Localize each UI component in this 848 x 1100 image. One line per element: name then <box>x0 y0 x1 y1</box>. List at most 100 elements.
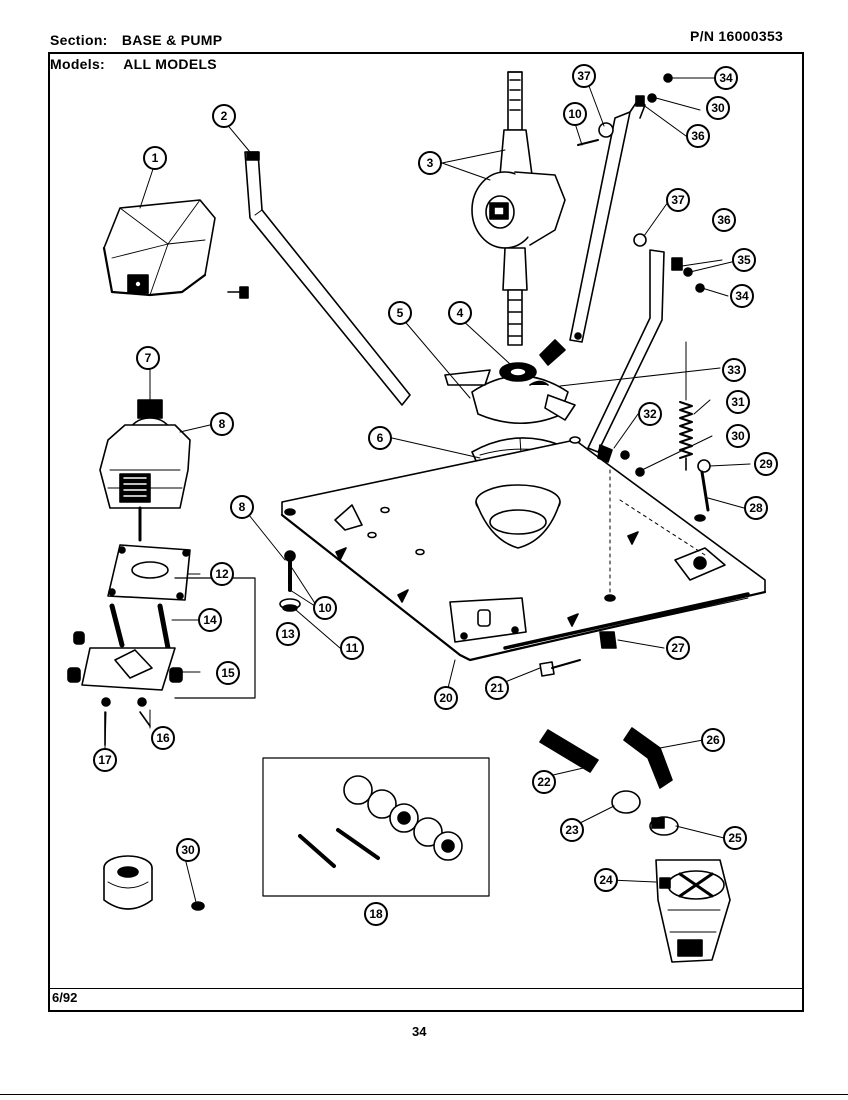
models-value: ALL MODELS <box>123 56 217 72</box>
support-bar-lower-part <box>587 233 705 453</box>
mount-assembly-part <box>67 544 256 746</box>
spring-part <box>679 341 693 471</box>
callout-circle <box>368 426 392 450</box>
callout-c15: 15 <box>216 661 240 685</box>
callout-c5: 5 <box>388 301 412 325</box>
pump-part <box>655 859 731 963</box>
callout-circle <box>434 686 458 710</box>
callout-circle <box>722 358 746 382</box>
callout-label: 8 <box>239 500 246 514</box>
callout-c25: 25 <box>723 826 747 850</box>
diagram-frame <box>48 52 804 1012</box>
hose-part <box>539 727 679 836</box>
callout-label: 24 <box>599 873 613 887</box>
callout-circle <box>572 64 596 88</box>
callout-c30a: 30 <box>726 424 750 448</box>
callout-label: 30 <box>181 843 195 857</box>
bottom-rule <box>0 1094 848 1095</box>
callout-c8a: 8 <box>210 412 234 436</box>
bolt-part <box>279 550 301 612</box>
callout-label: 23 <box>565 823 579 837</box>
callout-label: 33 <box>727 363 741 377</box>
callout-label: 6 <box>377 431 384 445</box>
callout-c14: 14 <box>198 608 222 632</box>
callout-label: 28 <box>749 501 763 515</box>
callout-label: 36 <box>717 213 731 227</box>
callout-c22: 22 <box>532 770 556 794</box>
callout-c6: 6 <box>368 426 392 450</box>
callout-c34a: 34 <box>714 66 738 90</box>
callout-c23: 23 <box>560 818 584 842</box>
callout-circle <box>143 146 167 170</box>
callout-c3: 3 <box>418 151 442 175</box>
callout-circle <box>532 770 556 794</box>
callout-c11: 11 <box>340 636 364 660</box>
callout-label: 8 <box>219 417 226 431</box>
callout-label: 30 <box>731 429 745 443</box>
callout-label: 37 <box>671 193 685 207</box>
callout-circle <box>230 495 254 519</box>
callout-circle <box>744 496 768 520</box>
base-plate-part <box>280 436 767 662</box>
callout-c33: 33 <box>722 358 746 382</box>
callout-circle <box>210 412 234 436</box>
callout-circle <box>726 390 750 414</box>
callout-circle <box>340 636 364 660</box>
callout-label: 20 <box>439 691 453 705</box>
callout-c36a: 36 <box>686 124 710 148</box>
callout-label: 11 <box>346 641 359 655</box>
callout-c1: 1 <box>143 146 167 170</box>
callout-circle <box>212 104 236 128</box>
motor-cover-part <box>102 199 216 297</box>
callout-circle <box>388 301 412 325</box>
callout-c36b: 36 <box>712 208 736 232</box>
callout-circle <box>730 284 754 308</box>
callout-circle <box>151 726 175 750</box>
callout-label: 5 <box>397 306 404 320</box>
callout-circle <box>136 346 160 370</box>
callout-label: 1 <box>152 151 159 165</box>
callout-c18: 18 <box>364 902 388 926</box>
callout-label: 10 <box>318 601 332 615</box>
callout-label: 18 <box>369 907 383 921</box>
callout-label: 35 <box>737 253 751 267</box>
callout-circle <box>418 151 442 175</box>
hardware-part <box>597 444 711 512</box>
callout-label: 37 <box>577 69 591 83</box>
callout-circle <box>563 102 587 126</box>
callout-circle <box>198 608 222 632</box>
callout-label: 30 <box>711 101 725 115</box>
callout-label: 32 <box>643 407 657 421</box>
callout-c37a: 37 <box>572 64 596 88</box>
callout-label: 10 <box>568 107 582 121</box>
callout-group: 1234567881010111213141516171820212223242… <box>93 64 778 926</box>
callout-circle <box>754 452 778 476</box>
callout-label: 16 <box>156 731 170 745</box>
small-screw-part <box>539 659 581 677</box>
pulley-part <box>103 855 205 911</box>
callout-label: 12 <box>215 567 229 581</box>
leader-lines <box>104 77 751 903</box>
fitting-part <box>599 631 617 649</box>
callout-c7: 7 <box>136 346 160 370</box>
callout-c16: 16 <box>151 726 175 750</box>
callout-circle <box>726 424 750 448</box>
callout-circle <box>176 838 200 862</box>
callout-circle <box>712 208 736 232</box>
callout-circle <box>448 301 472 325</box>
callout-label: 25 <box>728 831 742 845</box>
page-number: 34 <box>412 1024 427 1039</box>
section-label: Section: <box>50 32 108 48</box>
callout-label: 17 <box>98 753 112 767</box>
models-header: Models: ALL MODELS <box>50 56 217 72</box>
callout-circle <box>485 676 509 700</box>
footer-divider <box>50 988 802 989</box>
callout-label: 26 <box>706 733 720 747</box>
callout-label: 34 <box>719 71 733 85</box>
callout-c2: 2 <box>212 104 236 128</box>
callout-c20: 20 <box>434 686 458 710</box>
callout-circle <box>364 902 388 926</box>
callout-circle <box>666 188 690 212</box>
callout-c17: 17 <box>93 748 117 772</box>
